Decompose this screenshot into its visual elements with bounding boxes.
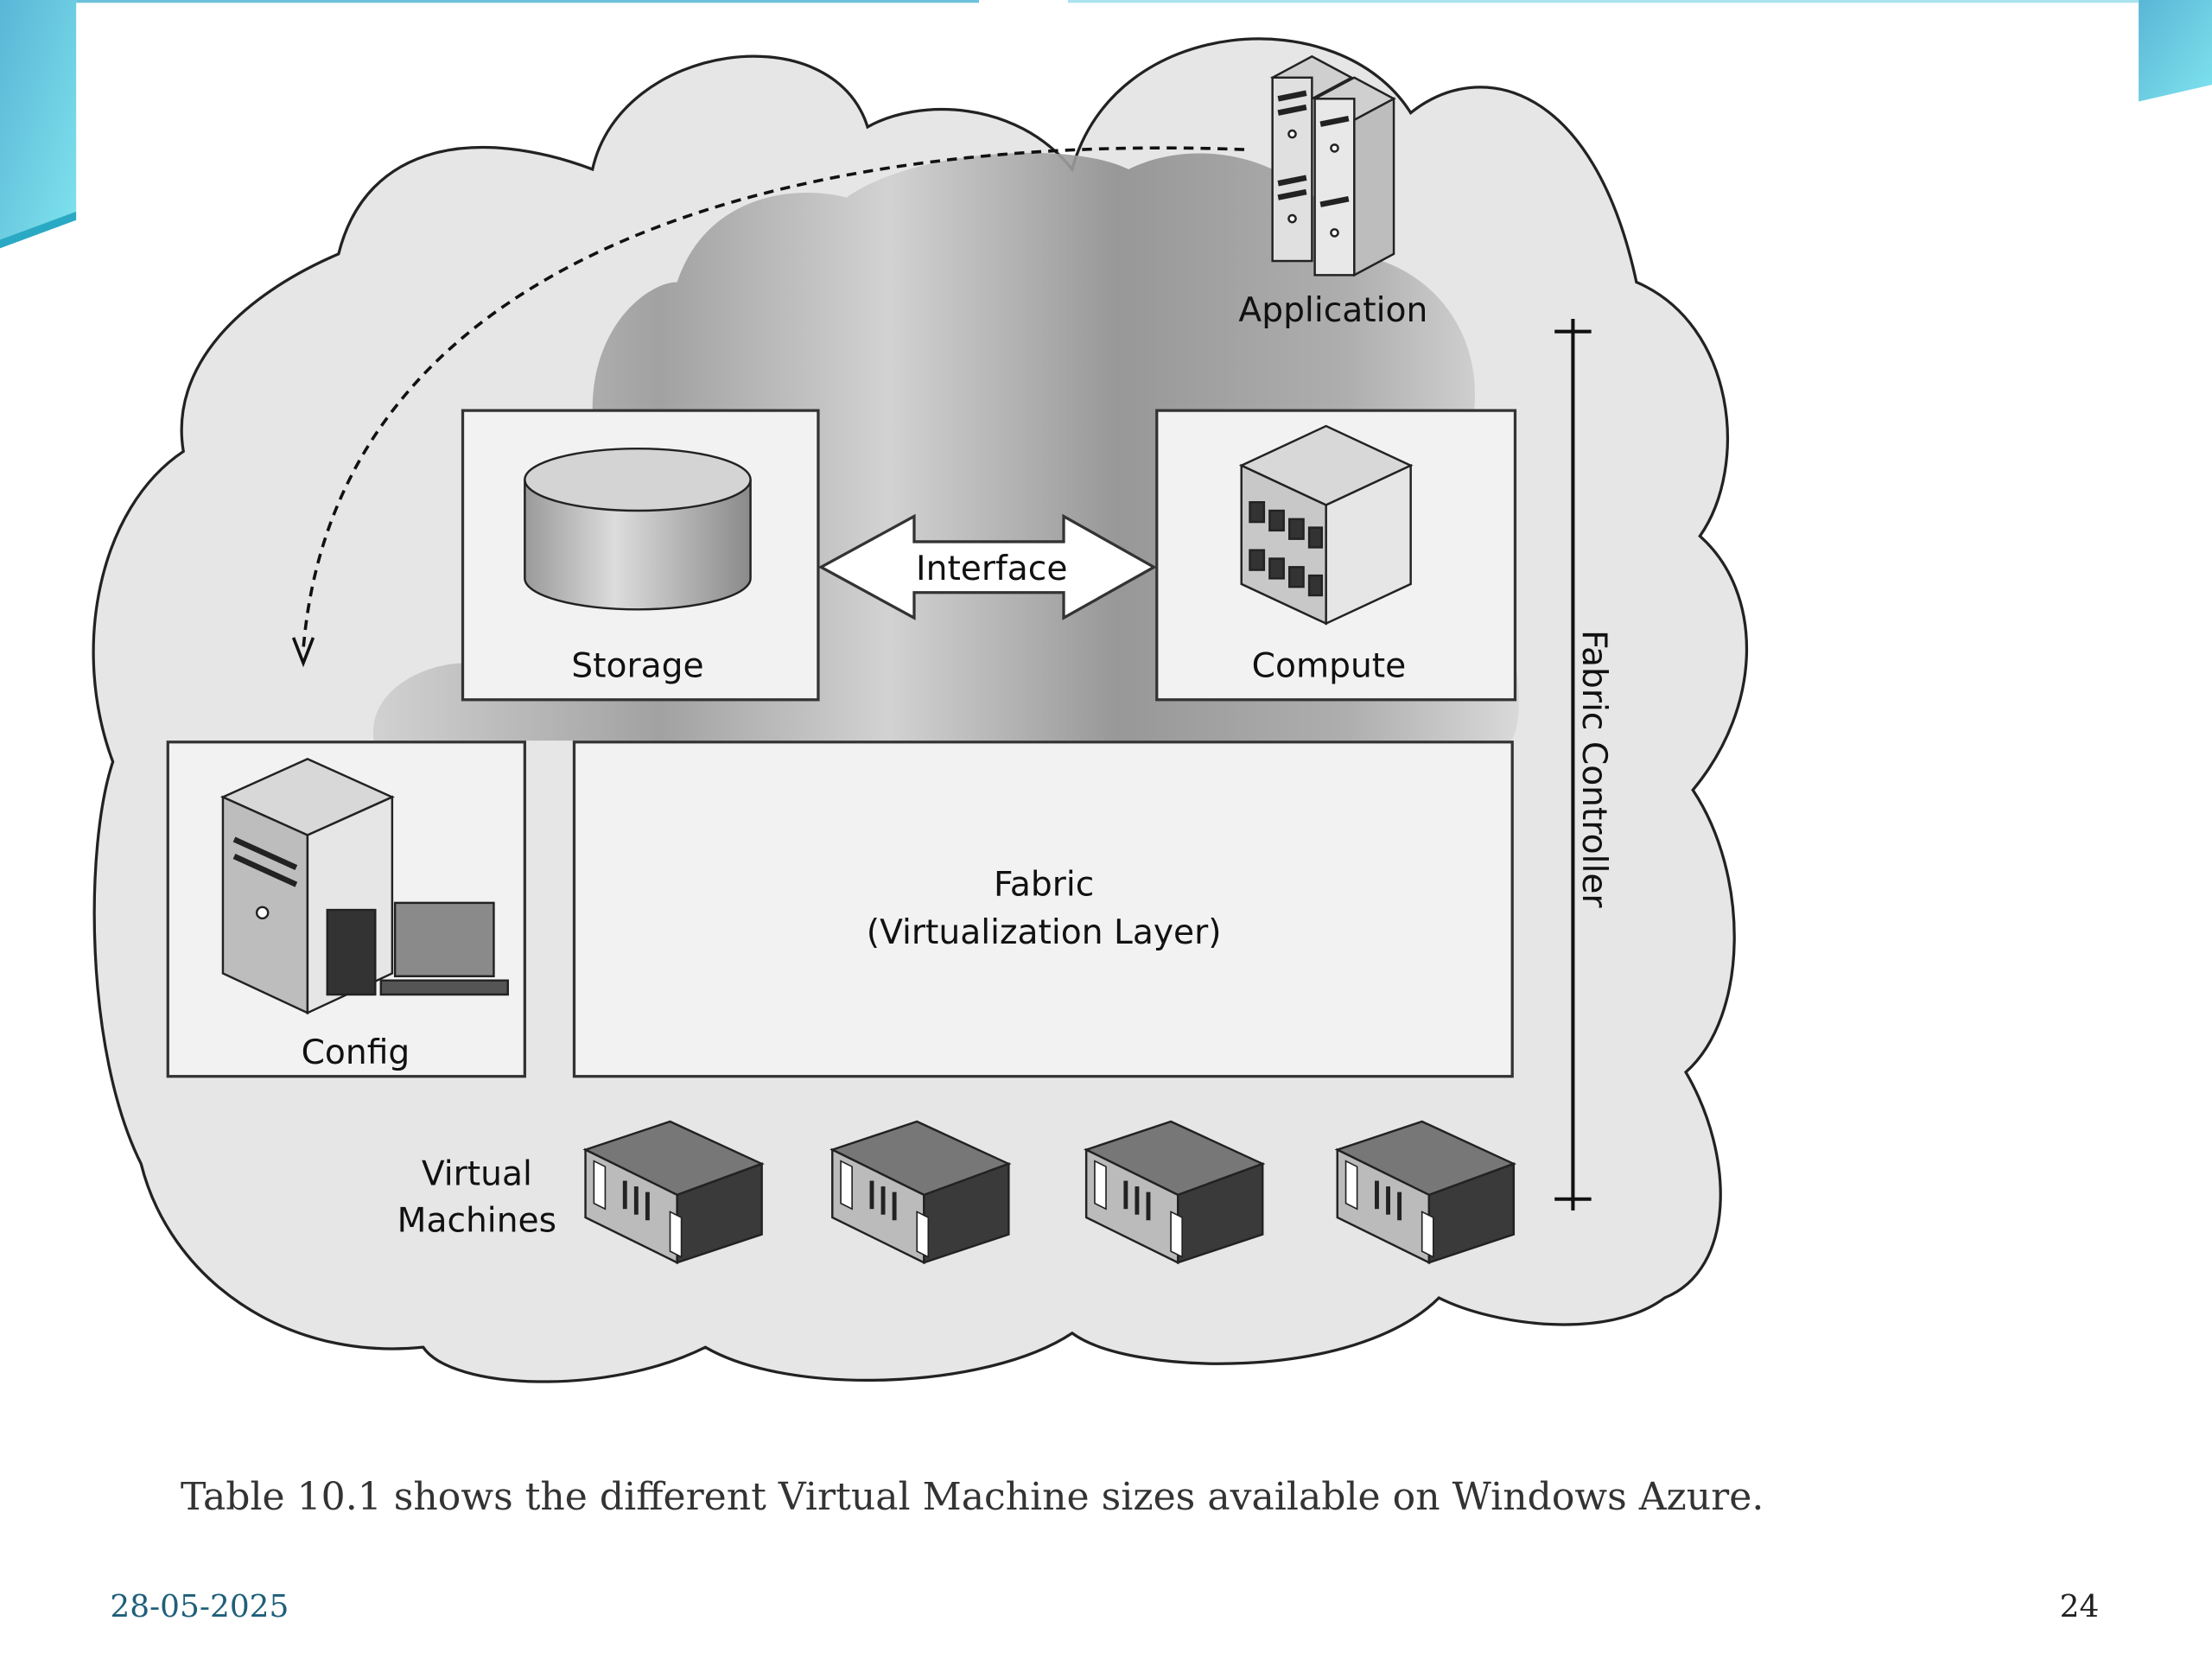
vm-label: Virtual	[422, 1154, 532, 1193]
virtual-machine-server-icon	[1083, 1120, 1266, 1265]
config-label: Config	[302, 1033, 410, 1072]
corner-decoration-left	[0, 0, 77, 249]
compute-building-icon	[1238, 424, 1414, 626]
fabric-controller-label: Fabric Controller	[1574, 630, 1613, 908]
vm-sublabel: Machines	[397, 1201, 556, 1240]
caption: Table 10.1 shows the different Virtual M…	[181, 1475, 1764, 1519]
virtual-machine-server-icon	[1334, 1120, 1517, 1265]
interface-label: Interface	[916, 550, 1067, 588]
virtual-machines	[582, 1120, 1517, 1265]
config-flow-arrow	[302, 146, 1245, 650]
top-border	[76, 0, 980, 3]
config-workstation-icon	[219, 758, 509, 1015]
virtual-machine-server-icon	[830, 1120, 1012, 1265]
storage-cylinder-icon	[524, 447, 752, 611]
application-label: Application	[1238, 291, 1427, 330]
footer-date: 28-05-2025	[110, 1589, 289, 1624]
fabric-sublabel: (Virtualization Layer)	[867, 913, 1222, 952]
page-number: 24	[2060, 1589, 2100, 1624]
fabric-box	[572, 741, 1514, 1078]
interface-double-arrow	[817, 513, 1157, 620]
fabric-label: Fabric	[994, 866, 1094, 905]
fabric-controller-span	[1554, 318, 1592, 1211]
virtual-machine-server-icon	[582, 1120, 765, 1265]
storage-label: Storage	[571, 647, 703, 686]
compute-label: Compute	[1252, 647, 1407, 686]
application-server-icon	[1270, 54, 1396, 277]
corner-decoration-right	[2139, 0, 2212, 102]
